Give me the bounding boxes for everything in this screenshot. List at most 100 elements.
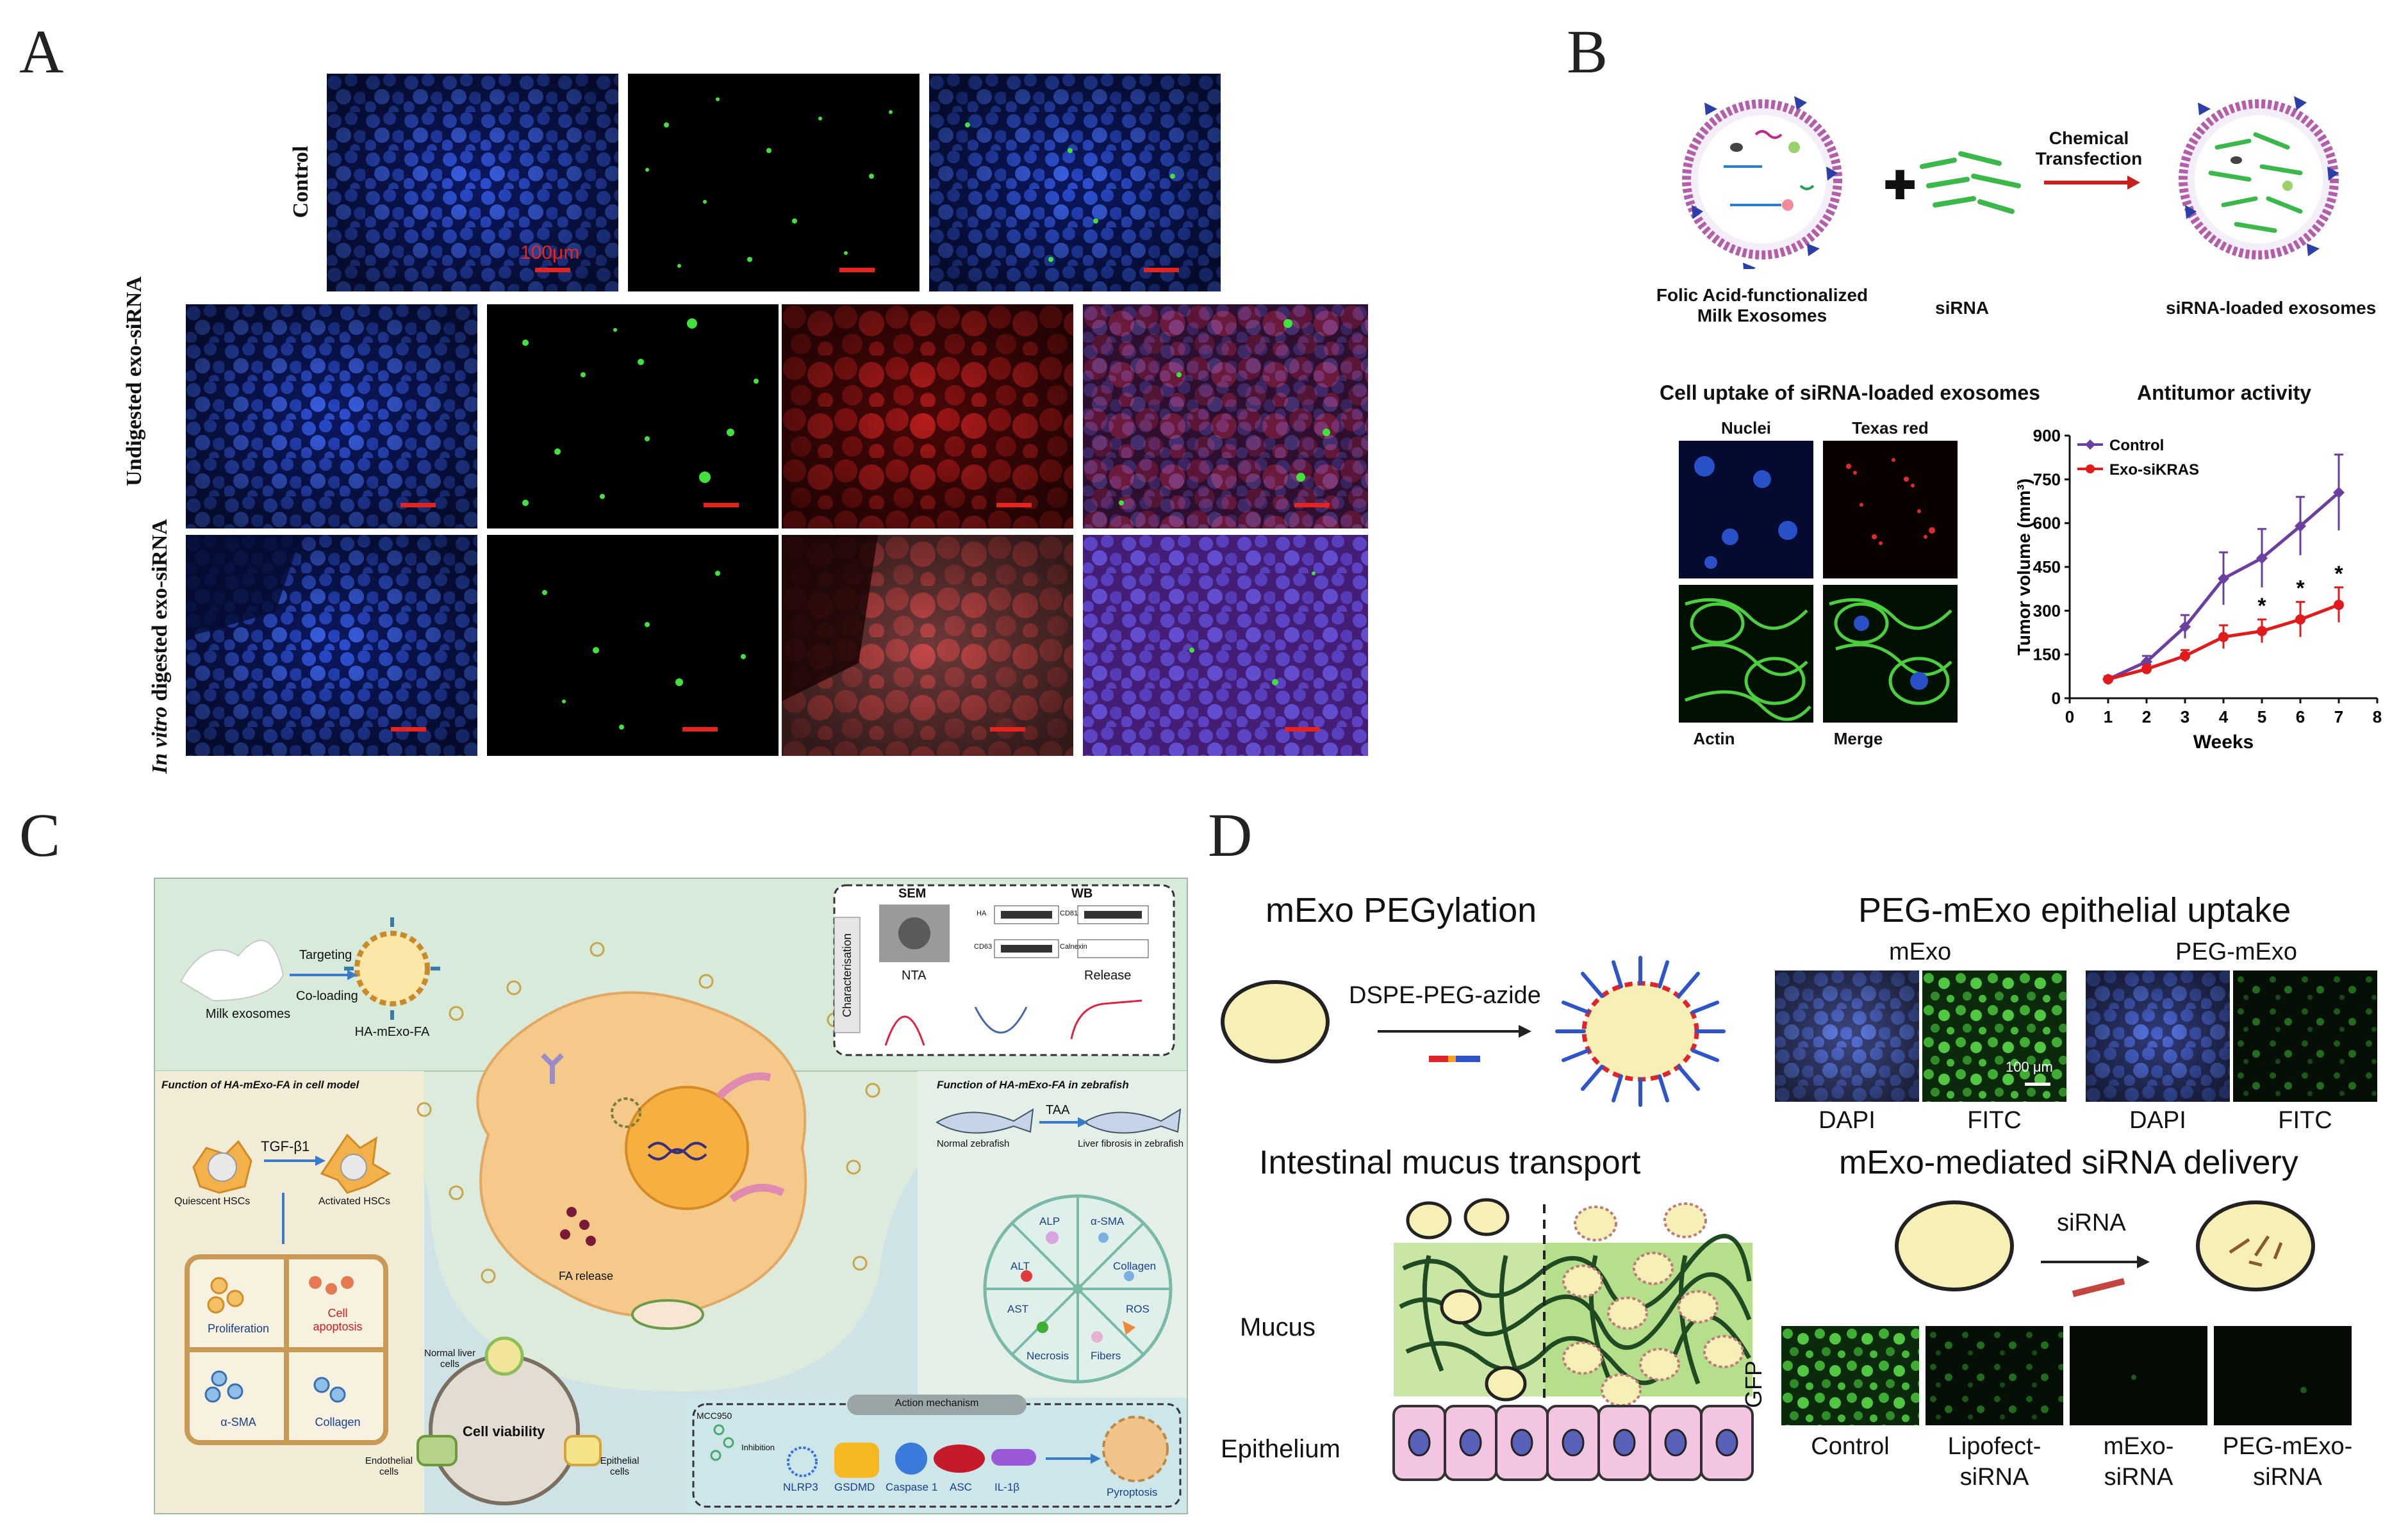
wb-cd63: CD63 bbox=[974, 943, 993, 951]
data-point bbox=[2334, 600, 2344, 610]
peg-mexo-label: PEG-mExo bbox=[2175, 938, 2298, 965]
data-point bbox=[2295, 520, 2306, 532]
sirna-strands-icon bbox=[1916, 147, 2025, 218]
characterisation-label: Characterisation bbox=[841, 933, 854, 1018]
peg-linker-icon bbox=[1429, 1054, 1480, 1064]
dspe-label: DSPE-PEG-azide bbox=[1349, 982, 1541, 1009]
arrow-right-icon bbox=[1378, 1019, 1531, 1044]
wheel-ast: AST bbox=[1007, 1303, 1029, 1315]
y-tick-label: 900 bbox=[2033, 426, 2061, 445]
data-point bbox=[2218, 573, 2229, 585]
mech-caspase1: Caspase 1 bbox=[886, 1481, 938, 1493]
mech-nlrp3: NLRP3 bbox=[783, 1481, 818, 1493]
wheel-necrosis: Necrosis bbox=[1027, 1350, 1069, 1362]
gfp-mexo-label: mExo- siRNA bbox=[2103, 1433, 2174, 1491]
micrograph-gfp-control bbox=[1781, 1326, 1919, 1425]
scale-bar bbox=[1144, 268, 1179, 272]
sirna-delivery-title: mExo-mediated siRNA delivery bbox=[1839, 1144, 2298, 1181]
scale-bar bbox=[682, 727, 718, 732]
panel-c-graphical-abstract: Milk exosomes Targeting Co-loading HA-mE… bbox=[154, 878, 1188, 1514]
y-tick-label: 600 bbox=[2033, 514, 2061, 533]
scale-bar bbox=[839, 268, 875, 272]
x-tick-label: 2 bbox=[2142, 707, 2151, 726]
x-tick-label: 4 bbox=[2219, 707, 2229, 726]
x-tick-label: 5 bbox=[2257, 707, 2266, 726]
coloading-label: Co-loading bbox=[296, 989, 358, 1003]
mech-il1b: IL-1β bbox=[994, 1481, 1020, 1493]
wb-label: WB bbox=[1071, 887, 1093, 901]
scale-bar bbox=[400, 503, 436, 507]
y-tick-label: 450 bbox=[2033, 557, 2061, 577]
scale-bar bbox=[990, 727, 1025, 732]
wb-calnexin: Calnexin bbox=[1060, 943, 1087, 951]
nuclei-label: Nuclei bbox=[1720, 418, 1772, 438]
scale-label: 100 μm bbox=[2006, 1059, 2053, 1075]
micrograph-actin bbox=[1679, 585, 1813, 723]
milk-exosomes-label: Folic Acid-functionalized Milk Exosomes bbox=[1656, 285, 1868, 325]
micrograph-digested-fitc bbox=[487, 535, 779, 756]
micrograph-control-fitc bbox=[628, 74, 919, 291]
mucus-label: Mucus bbox=[1240, 1313, 1315, 1341]
row-label-undigested: Undigested exo-siRNA bbox=[122, 276, 146, 486]
dapi-label: DAPI bbox=[2129, 1107, 2186, 1134]
targeting-label: Targeting bbox=[299, 948, 352, 962]
wheel-asma: α-SMA bbox=[1091, 1215, 1125, 1227]
uptake-title: PEG-mExo epithelial uptake bbox=[1858, 891, 2291, 929]
micrograph-texas-red bbox=[1823, 441, 1958, 578]
arrow-right-icon bbox=[2041, 1249, 2150, 1275]
micrograph-undigested-dapi bbox=[186, 304, 477, 528]
ha-mexo-fa-label: HA-mExo-FA bbox=[354, 1025, 430, 1039]
proliferation-label: Proliferation bbox=[207, 1322, 270, 1335]
data-point bbox=[2257, 626, 2267, 637]
fitc-label: FITC bbox=[2278, 1107, 2332, 1134]
function-zebrafish-label: Function of HA-mExo-FA in zebrafish bbox=[937, 1079, 1129, 1091]
sem-label: SEM bbox=[898, 887, 927, 901]
data-point bbox=[2103, 674, 2113, 685]
function-cell-model-label: Function of HA-mExo-FA in cell model bbox=[161, 1079, 359, 1091]
x-axis-label: Weeks bbox=[2193, 732, 2254, 753]
x-tick-label: 3 bbox=[2181, 707, 2189, 726]
y-tick-label: 300 bbox=[2033, 601, 2061, 620]
normal-zebrafish-label: Normal zebrafish bbox=[937, 1138, 1010, 1149]
x-tick-label: 6 bbox=[2296, 707, 2305, 726]
pegylated-exosome bbox=[1538, 948, 1743, 1115]
cell-uptake-title: Cell uptake of siRNA-loaded exosomes bbox=[1660, 381, 2040, 404]
epithelium-label: Epithelium bbox=[1221, 1435, 1340, 1463]
legend-label-0: Control bbox=[2109, 437, 2164, 454]
mucus-title: Intestinal mucus transport bbox=[1259, 1144, 1641, 1181]
micrograph-digested-merge bbox=[1083, 535, 1368, 756]
cell-apoptosis-label: Cell apoptosis bbox=[313, 1307, 363, 1333]
plus-icon: ✚ bbox=[1884, 164, 1917, 207]
scale-bar bbox=[704, 503, 739, 507]
micrograph-mexo-fitc bbox=[1922, 970, 2066, 1102]
antitumor-title: Antitumor activity bbox=[2137, 381, 2312, 404]
panel-label-a: A bbox=[19, 17, 64, 86]
mcc950-label: MCC950 bbox=[697, 1411, 732, 1421]
milk-exosome-diagram bbox=[1666, 77, 1858, 275]
inhibition-label: Inhibition bbox=[741, 1443, 775, 1452]
wheel-alt: ALT bbox=[1010, 1260, 1030, 1272]
mech-gsdmd: GSDMD bbox=[834, 1481, 875, 1493]
micrograph-nuclei bbox=[1679, 441, 1813, 578]
legend-marker bbox=[2086, 464, 2095, 473]
significance-mark: * bbox=[2296, 577, 2305, 601]
sirna-loaded-exosome bbox=[2191, 1198, 2320, 1294]
sirna-strand-icon bbox=[2070, 1278, 2127, 1297]
endothelial-cells-label: Endothelial cells bbox=[365, 1455, 413, 1477]
micrograph-control-merge bbox=[929, 74, 1221, 291]
plain-exosome bbox=[1217, 977, 1333, 1067]
epithelial-cells-label: Epithelial cells bbox=[600, 1455, 639, 1477]
x-tick-label: 0 bbox=[2065, 707, 2074, 726]
action-mechanism-label: Action mechanism bbox=[895, 1398, 979, 1409]
cell-viability-label: Cell viability bbox=[463, 1423, 545, 1439]
fitc-label: FITC bbox=[1967, 1107, 2022, 1134]
scale-bar bbox=[996, 503, 1032, 507]
y-tick-label: 0 bbox=[2052, 689, 2061, 708]
micrograph-control-dapi bbox=[327, 74, 618, 291]
panel-label-d: D bbox=[1208, 801, 1253, 869]
y-tick-label: 750 bbox=[2033, 470, 2061, 489]
sirna-label: siRNA bbox=[2057, 1209, 2126, 1236]
plain-exosome bbox=[1890, 1198, 2018, 1294]
gfp-pegmexo-label: PEG-mExo- siRNA bbox=[2222, 1433, 2353, 1491]
quiescent-hscs-label: Quiescent HSCs bbox=[174, 1196, 251, 1207]
